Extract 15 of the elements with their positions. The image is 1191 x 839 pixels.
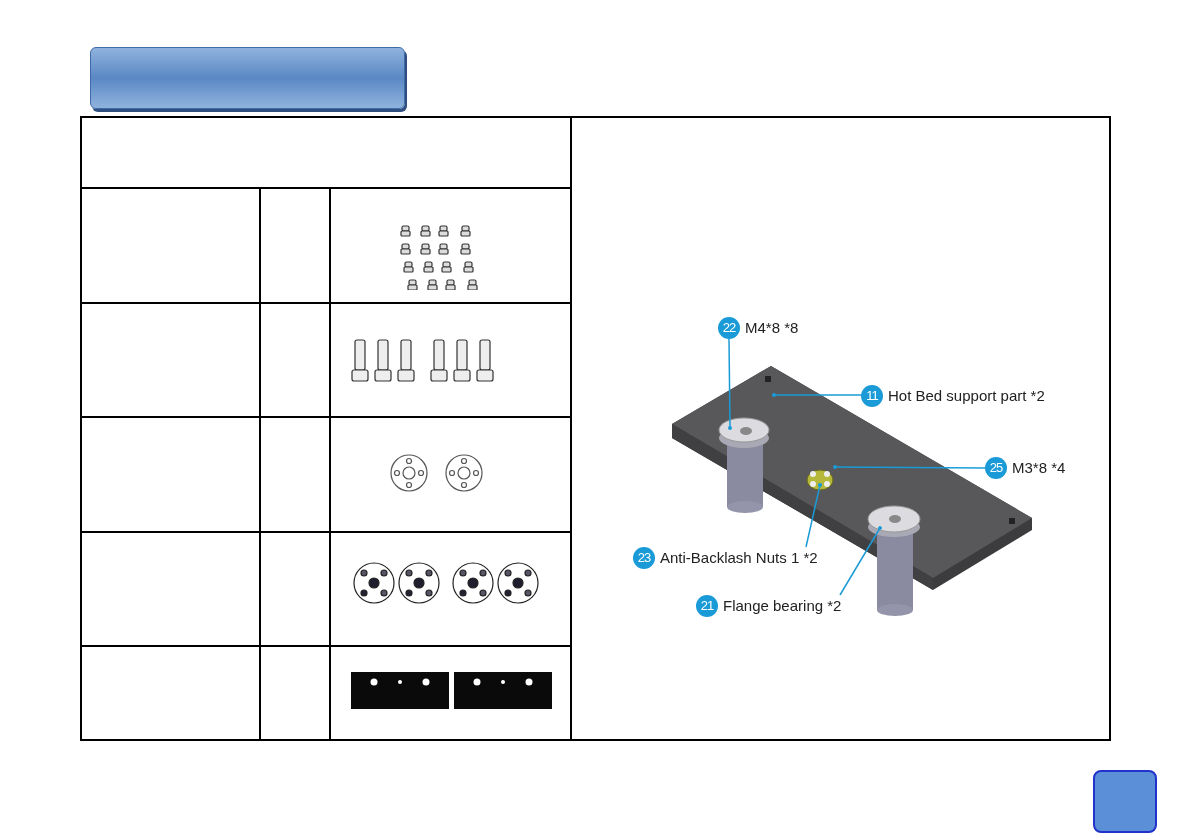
part-label: M4*8 *8: [745, 317, 799, 338]
callout-number: 21: [696, 595, 718, 617]
leader-line: [833, 465, 986, 469]
leader-line: [839, 526, 882, 596]
part-label: M3*8 *4: [1012, 457, 1066, 478]
part-label: Hot Bed support part *2: [888, 385, 1045, 406]
callout-number: 11: [861, 385, 883, 407]
callout-number: 25: [985, 457, 1007, 479]
part-label: Flange bearing *2: [723, 595, 842, 616]
leader-line: [805, 483, 822, 548]
leader-line: [728, 338, 732, 430]
callout-number: 22: [718, 317, 740, 339]
part-label: Anti-Backlash Nuts 1 *2: [660, 547, 818, 568]
callout-number: 23: [633, 547, 655, 569]
leader-line: [772, 393, 862, 397]
